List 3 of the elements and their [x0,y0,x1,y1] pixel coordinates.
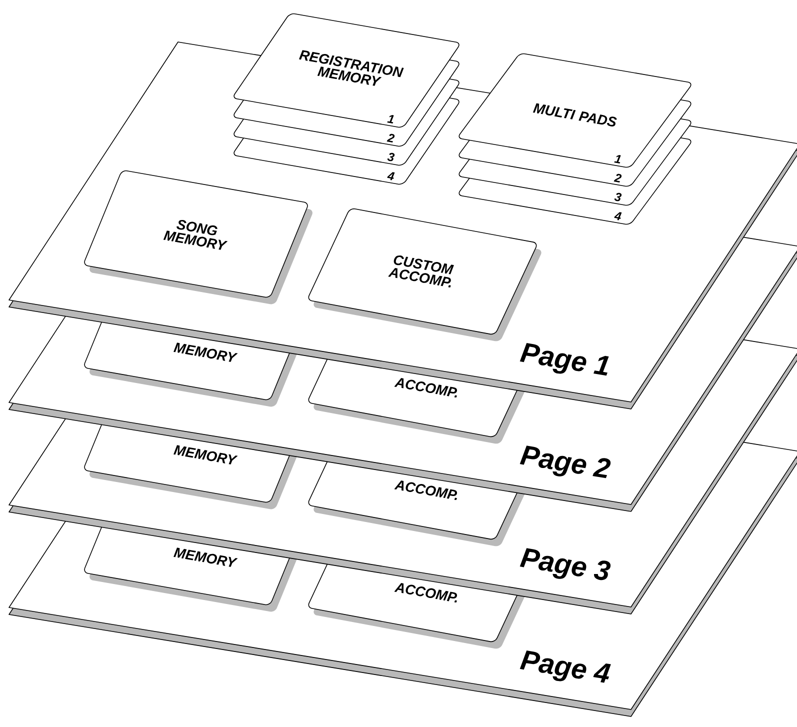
memory-card: SONG MEMORY [84,170,312,304]
memory-card: CUSTOM ACCOMP. [308,208,542,342]
memory-card: MULTI PADS 1 [458,53,692,168]
